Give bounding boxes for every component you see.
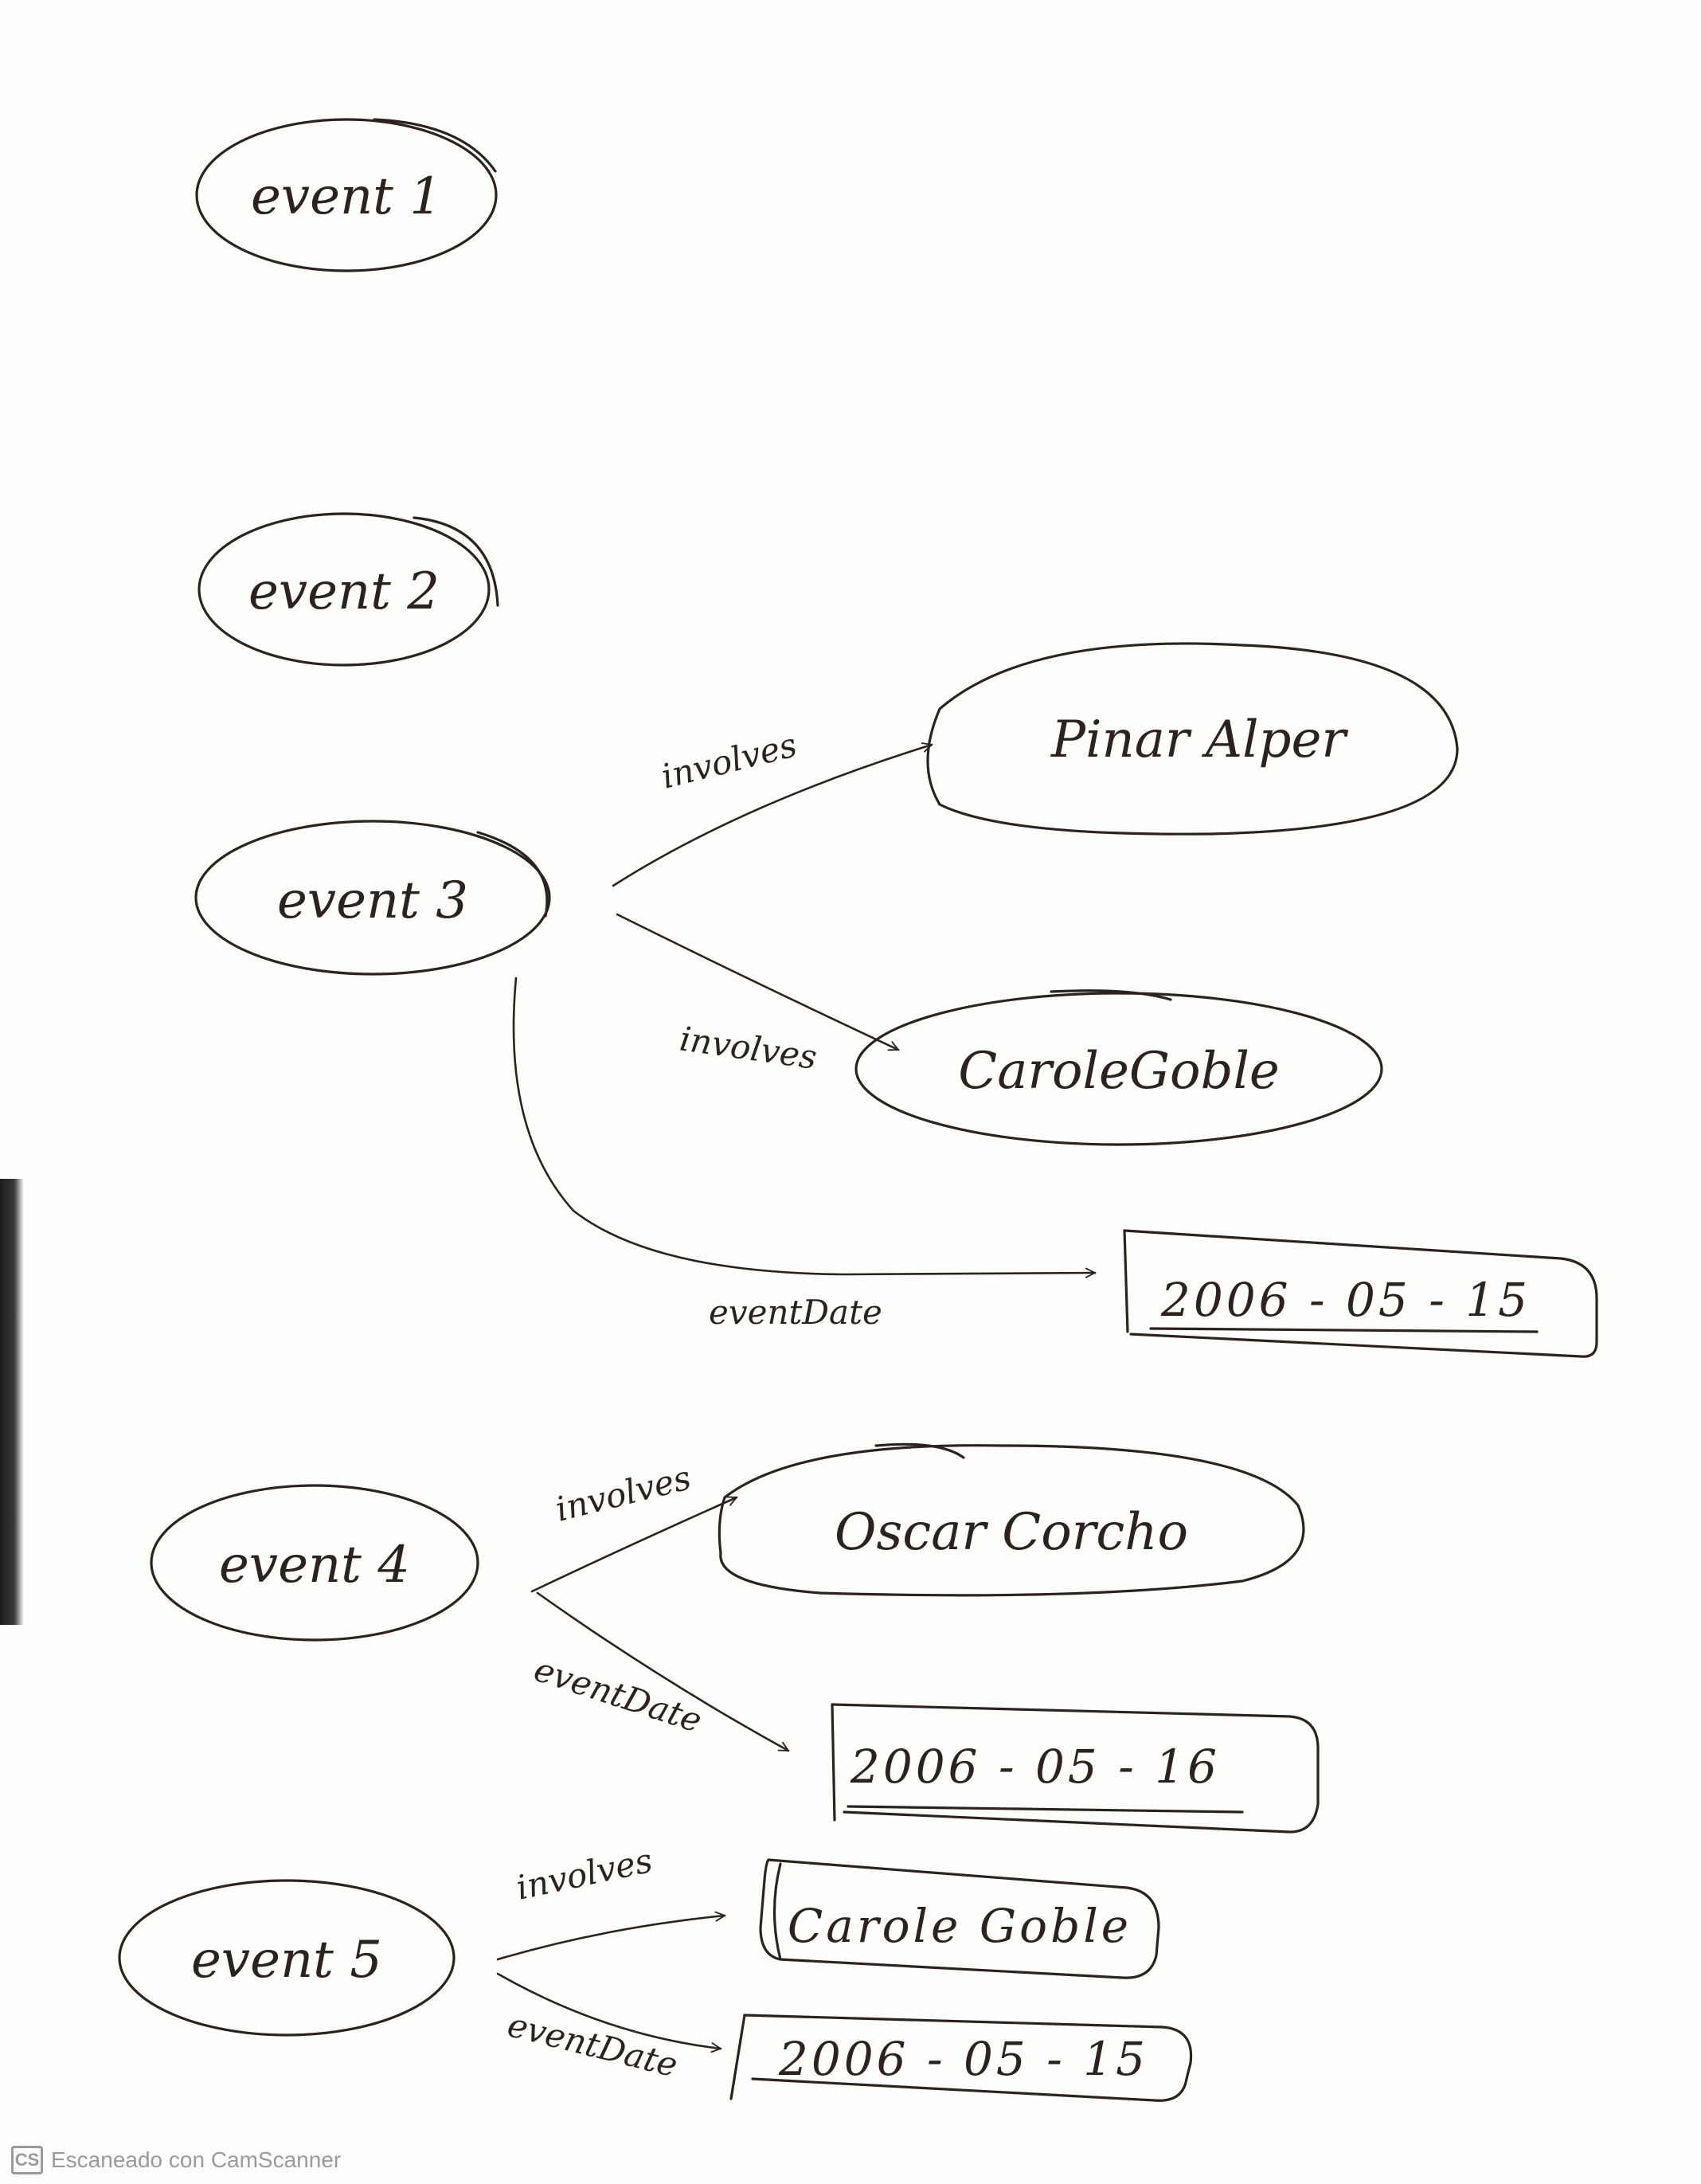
node-event5: event 5 [118, 1879, 456, 2037]
node-carole-goble-1-label: CaroleGoble [958, 1042, 1280, 1101]
node-event1-label: event 1 [251, 167, 442, 226]
camscanner-text: Escaneado con CamScanner [51, 2147, 342, 2172]
node-event3-label: event 3 [277, 871, 468, 930]
node-event5-label: event 5 [191, 1931, 382, 1990]
camscanner-logo-icon: CS [11, 2146, 43, 2174]
node-event4: event 4 [150, 1484, 479, 1642]
node-date-event4-label: 2006 - 05 - 16 [850, 1740, 1220, 1794]
node-event4-label: event 4 [219, 1536, 410, 1595]
edge-event3-eventdate-label: eventDate [709, 1293, 882, 1332]
node-carole-goble-2: Carole Goble [759, 1858, 1160, 1979]
node-pinar-alper-label: Pinar Alper [1050, 710, 1348, 769]
node-event2: event 2 [197, 512, 499, 667]
edge-event3-involves-carole-label: involves [678, 1019, 819, 1077]
node-carole-goble-2-label: Carole Goble [788, 1899, 1132, 1953]
edge-event4-eventdate: eventDate [530, 1591, 788, 1752]
edge-event5-eventdate: eventDate [496, 1972, 721, 2084]
edge-event3-involves-pinar: involves [612, 725, 932, 887]
camscanner-watermark: CS Escaneado con CamScanner [11, 2144, 341, 2176]
edge-event3-eventdate: eventDate [512, 977, 1095, 1332]
edge-event4-eventdate-label: eventDate [530, 1650, 706, 1740]
edge-event3-involves-carole: involves [616, 913, 898, 1077]
edge-event3-involves-pinar-label: involves [658, 725, 801, 796]
edge-event4-involves-oscar: involves [530, 1458, 737, 1593]
node-event2-label: event 2 [248, 562, 440, 621]
scan-edge-shadow [0, 1179, 24, 1625]
node-date-event4: 2006 - 05 - 16 [831, 1703, 1320, 1834]
edge-event4-involves-oscar-label: involves [552, 1458, 695, 1528]
edge-event5-eventdate-label: eventDate [504, 2005, 682, 2084]
node-date-event3-label: 2006 - 05 - 15 [1160, 1273, 1531, 1327]
node-carole-goble-1: CaroleGoble [854, 989, 1383, 1146]
node-oscar-corcho-label: Oscar Corcho [835, 1503, 1188, 1562]
node-date-event3: 2006 - 05 - 15 [1123, 1229, 1598, 1358]
node-pinar-alper: Pinar Alper [926, 642, 1459, 836]
node-event3: event 3 [194, 820, 551, 976]
node-oscar-corcho: Oscar Corcho [718, 1442, 1305, 1597]
edge-event5-involves-carole: involves [496, 1841, 725, 1961]
edge-event5-involves-carole-label: involves [513, 1841, 655, 1908]
node-date-event5-label: 2006 - 05 - 15 [778, 2032, 1148, 2086]
node-event1: event 1 [195, 118, 498, 272]
node-date-event5: 2006 - 05 - 15 [729, 2014, 1193, 2102]
